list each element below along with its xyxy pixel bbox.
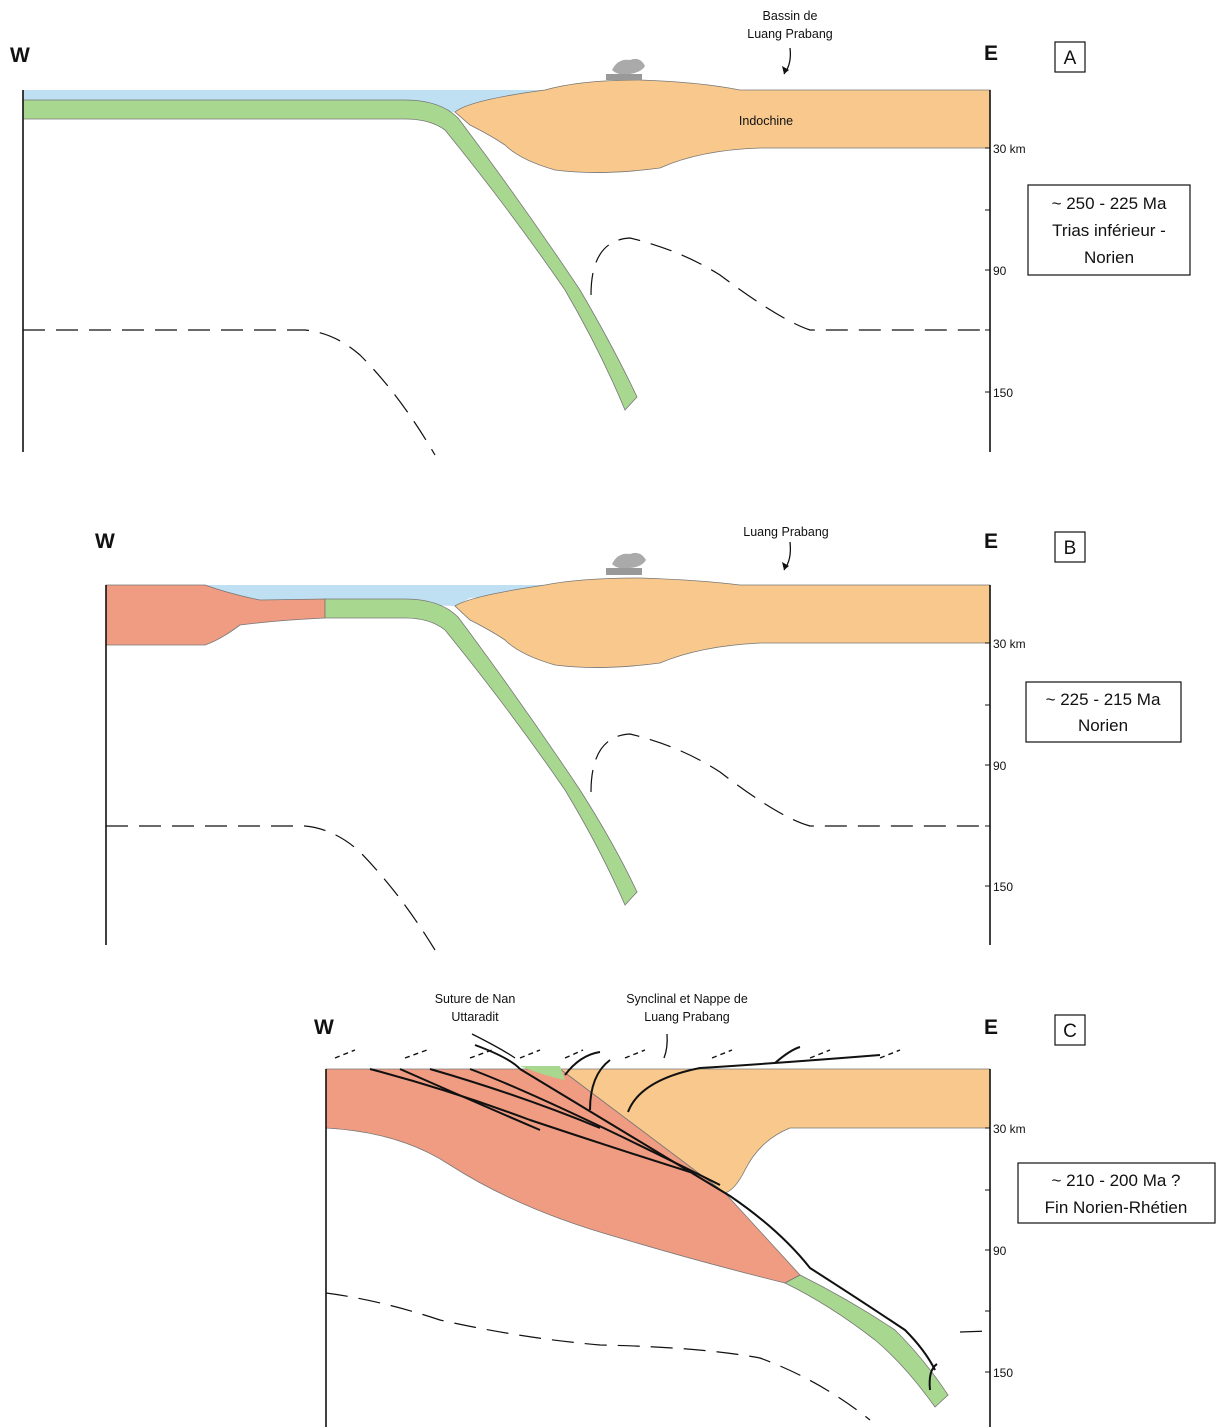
basin-label: Luang Prabang bbox=[743, 525, 829, 539]
west-block bbox=[325, 1068, 801, 1284]
lithosphere-base-west bbox=[23, 329, 436, 456]
age-box bbox=[1025, 681, 1182, 743]
indochine-crust bbox=[454, 577, 991, 668]
oceanic-slab bbox=[784, 1274, 949, 1408]
depth-tick-30: 30 km bbox=[993, 142, 1026, 156]
west-block bbox=[105, 584, 326, 646]
syncline-label-line1: Synclinal et Nappe de bbox=[626, 992, 748, 1006]
panel-a: W E A Bassin de Luang Prabang Indochine … bbox=[10, 9, 1191, 456]
depth-tick-90: 90 bbox=[993, 264, 1007, 278]
suture-sliver bbox=[520, 1066, 565, 1080]
age-line-1: ~ 225 - 215 Ma bbox=[1046, 690, 1161, 709]
age-line-1: ~ 210 - 200 Ma ? bbox=[1051, 1171, 1180, 1190]
east-label: E bbox=[984, 530, 998, 553]
suture-label-line1: Suture de Nan bbox=[435, 992, 516, 1006]
volcano-icon bbox=[606, 552, 646, 575]
panel-letter-box bbox=[1054, 1014, 1086, 1046]
age-line-3: Norien bbox=[1084, 248, 1134, 267]
depth-tick-90: 90 bbox=[993, 1244, 1007, 1258]
panel-letter: B bbox=[1064, 538, 1077, 559]
lithosphere-base-east bbox=[590, 733, 990, 827]
panel-letter-box bbox=[1054, 531, 1086, 563]
panel-b: W E B Luang Prabang 30 km 90 150 ~ 225 -… bbox=[95, 525, 1182, 951]
motion-arrows bbox=[334, 1049, 901, 1059]
depth-tick-90: 90 bbox=[993, 759, 1007, 773]
depth-tick-150: 150 bbox=[993, 1366, 1013, 1380]
oceanic-slab bbox=[324, 598, 638, 906]
lithosphere-base-east bbox=[590, 237, 990, 331]
east-label: E bbox=[984, 42, 998, 65]
lithosphere-base-west bbox=[325, 1292, 871, 1421]
depth-tick-150: 150 bbox=[993, 386, 1013, 400]
west-label: W bbox=[314, 1016, 334, 1039]
age-line-2: Norien bbox=[1078, 716, 1128, 735]
depth-tick-30: 30 km bbox=[993, 1122, 1026, 1136]
depth-tick-30: 30 km bbox=[993, 637, 1026, 651]
lithosphere-base-east bbox=[959, 1330, 991, 1333]
age-line-2: Fin Norien-Rhétien bbox=[1045, 1198, 1188, 1217]
lithosphere-base-west bbox=[106, 825, 436, 951]
age-line-1: ~ 250 - 225 Ma bbox=[1052, 194, 1167, 213]
panel-letter-box bbox=[1054, 41, 1086, 73]
age-box bbox=[1027, 184, 1191, 276]
indochine-label: Indochine bbox=[739, 114, 793, 128]
age-box bbox=[1017, 1162, 1216, 1224]
indochine-crust bbox=[454, 79, 991, 173]
basin-label-line2: Luang Prabang bbox=[747, 27, 833, 41]
panel-c: W E C bbox=[314, 992, 1216, 1427]
thrust-faults bbox=[369, 1044, 938, 1391]
panel-letter: A bbox=[1064, 48, 1077, 69]
west-label: W bbox=[95, 530, 115, 553]
age-line-2: Trias inférieur - bbox=[1052, 221, 1166, 240]
depth-tick-150: 150 bbox=[993, 880, 1013, 894]
west-label: W bbox=[10, 44, 30, 67]
suture-label-line2: Uttaradit bbox=[451, 1010, 499, 1024]
panel-letter: C bbox=[1063, 1021, 1077, 1042]
syncline-label-line2: Luang Prabang bbox=[644, 1010, 730, 1024]
east-label: E bbox=[984, 1016, 998, 1039]
oceanic-slab bbox=[22, 99, 638, 411]
volcano-icon bbox=[606, 58, 645, 80]
basin-label-line1: Bassin de bbox=[763, 9, 818, 23]
indochine-crust bbox=[558, 1068, 991, 1194]
